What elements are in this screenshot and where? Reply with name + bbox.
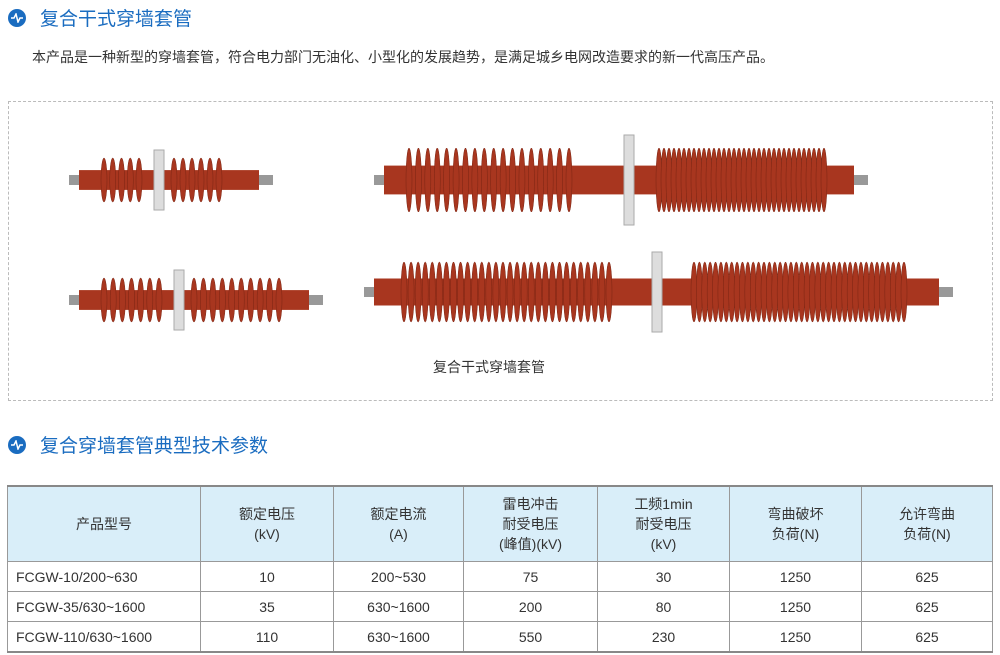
section-title: 复合干式穿墙套管 bbox=[40, 9, 193, 30]
header-line: 负荷(N) bbox=[903, 526, 951, 542]
column-header: 雷电冲击耐受电压 (峰值)(kV) bbox=[463, 485, 598, 562]
table-cell: 80 bbox=[597, 591, 730, 622]
header-line: 允许弯曲 bbox=[899, 506, 955, 522]
table-cell: 230 bbox=[597, 621, 730, 653]
table-cell: 1250 bbox=[729, 591, 862, 622]
table-cell: 35 bbox=[200, 591, 334, 622]
table-cell: FCGW-10/200~630 bbox=[7, 561, 201, 592]
table-cell: FCGW-35/630~1600 bbox=[7, 591, 201, 622]
image-caption: 复合干式穿墙套管 bbox=[433, 359, 545, 375]
pulse-icon bbox=[8, 8, 26, 27]
bushing-product-image bbox=[69, 134, 953, 333]
header-line: 工频1min bbox=[634, 496, 693, 512]
product-image-frame bbox=[8, 101, 993, 401]
pulse-icon bbox=[8, 435, 26, 454]
header-line: (峰值)(kV) bbox=[499, 536, 562, 552]
intro-text: 本产品是一种新型的穿墙套管，符合电力部门无油化、小型化的发展趋势，是满足城乡电网… bbox=[32, 49, 774, 65]
header-line: (kV) bbox=[650, 536, 677, 552]
header-line: 雷电冲击 bbox=[502, 496, 559, 512]
section-heading-product: 复合干式穿墙套管 bbox=[8, 4, 192, 31]
table-cell: 630~1600 bbox=[333, 621, 464, 653]
spec-table: 产品型号 额定电压 (kV) 额定电流 (A) 雷电冲击耐受电压 (峰值)(kV) 工频1mi… bbox=[7, 485, 993, 653]
table-cell: 1250 bbox=[729, 621, 862, 653]
table-cell: 1250 bbox=[729, 561, 862, 592]
table-cell: 625 bbox=[861, 621, 993, 653]
header-line: (A) bbox=[389, 526, 408, 542]
column-header: 产品型号 bbox=[7, 485, 201, 562]
column-header: 额定电流 (A) bbox=[333, 485, 464, 562]
section-heading-params: 复合穿墙套管典型技术参数 bbox=[8, 431, 268, 458]
section-title: 复合穿墙套管典型技术参数 bbox=[40, 436, 269, 457]
column-header: 工频1min 耐受电压 (kV) bbox=[597, 485, 730, 562]
header-line: 耐受电压 bbox=[502, 516, 559, 532]
header-line: 额定电压 bbox=[239, 506, 295, 522]
column-header: 弯曲破坏负荷(N) bbox=[729, 485, 862, 562]
table-cell: 625 bbox=[861, 561, 993, 592]
table-cell: 630~1600 bbox=[333, 591, 464, 622]
table-cell: FCGW-110/630~1600 bbox=[7, 621, 201, 653]
header-line: (kV) bbox=[254, 526, 280, 542]
header-line: 弯曲破坏 bbox=[767, 506, 824, 522]
table-cell: 30 bbox=[597, 561, 730, 592]
header-line: 负荷(N) bbox=[771, 526, 820, 542]
column-header: 额定电压 (kV) bbox=[200, 485, 334, 562]
table-cell: 75 bbox=[463, 561, 598, 592]
header-line: 耐受电压 bbox=[635, 516, 692, 532]
table-cell: 10 bbox=[200, 561, 334, 592]
column-header: 允许弯曲负荷(N) bbox=[861, 485, 993, 562]
header-line: 产品型号 bbox=[76, 516, 132, 532]
table-cell: 550 bbox=[463, 621, 598, 653]
table-cell: 200~530 bbox=[333, 561, 464, 592]
header-line: 额定电流 bbox=[370, 506, 427, 522]
table-cell: 200 bbox=[463, 591, 598, 622]
table-cell: 110 bbox=[200, 621, 334, 653]
table-cell: 625 bbox=[861, 591, 993, 622]
